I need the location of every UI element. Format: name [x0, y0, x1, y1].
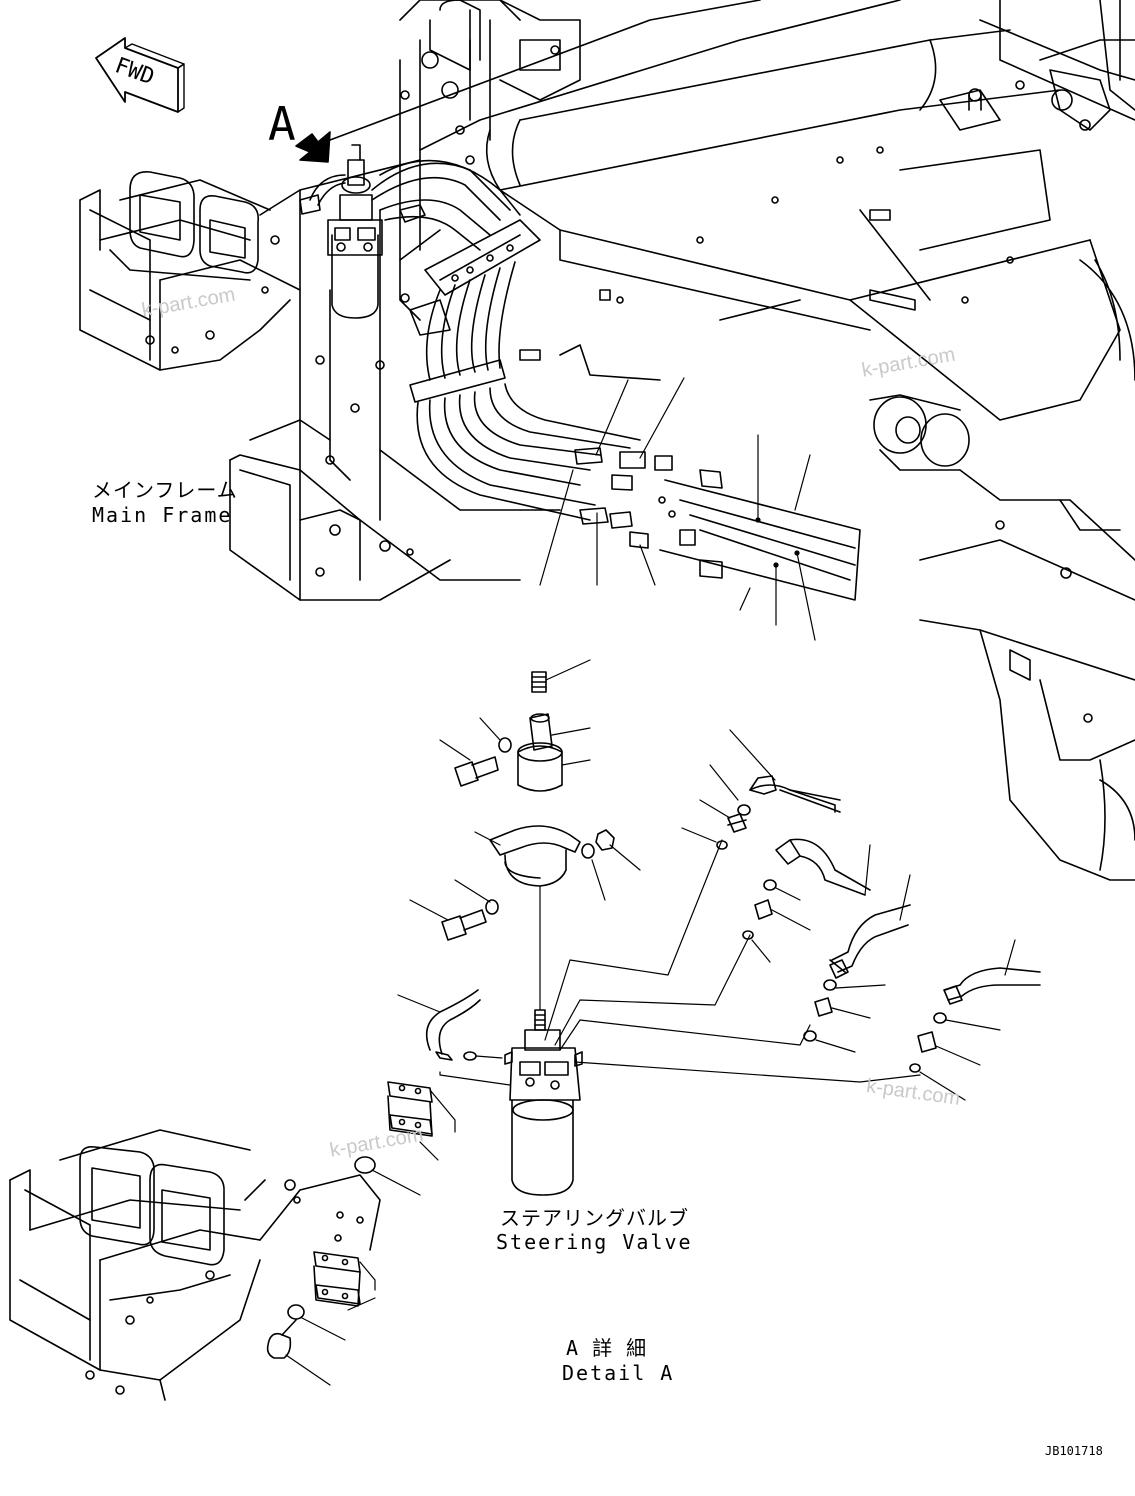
- fwd-label: FWD: [112, 53, 158, 90]
- main-frame-label-en: Main Frame: [92, 503, 233, 527]
- fwd-arrow-icon: [95, 37, 185, 113]
- drawing-code: JB101718: [1045, 1444, 1103, 1458]
- leader-lines-upper: [539, 377, 816, 641]
- main-frame-left: [79, 0, 581, 601]
- hose-bundle: [409, 219, 861, 601]
- detail-a-label-en: Detail A: [562, 1361, 675, 1385]
- main-frame-label-jp: メインフレーム: [92, 478, 238, 502]
- steering-valve-label-en: Steering Valve: [496, 1230, 693, 1254]
- detail-a-exploded: [9, 659, 1041, 1401]
- main-frame-upper: [329, 0, 1135, 881]
- detail-a-marker: A: [268, 97, 296, 151]
- steering-valve-label-jp: ステアリングバルブ: [500, 1206, 689, 1230]
- detail-a-label-jp: A 詳 細: [566, 1336, 648, 1360]
- detail-arrow-icon: [295, 131, 331, 163]
- steering-valve-installed: [299, 144, 521, 319]
